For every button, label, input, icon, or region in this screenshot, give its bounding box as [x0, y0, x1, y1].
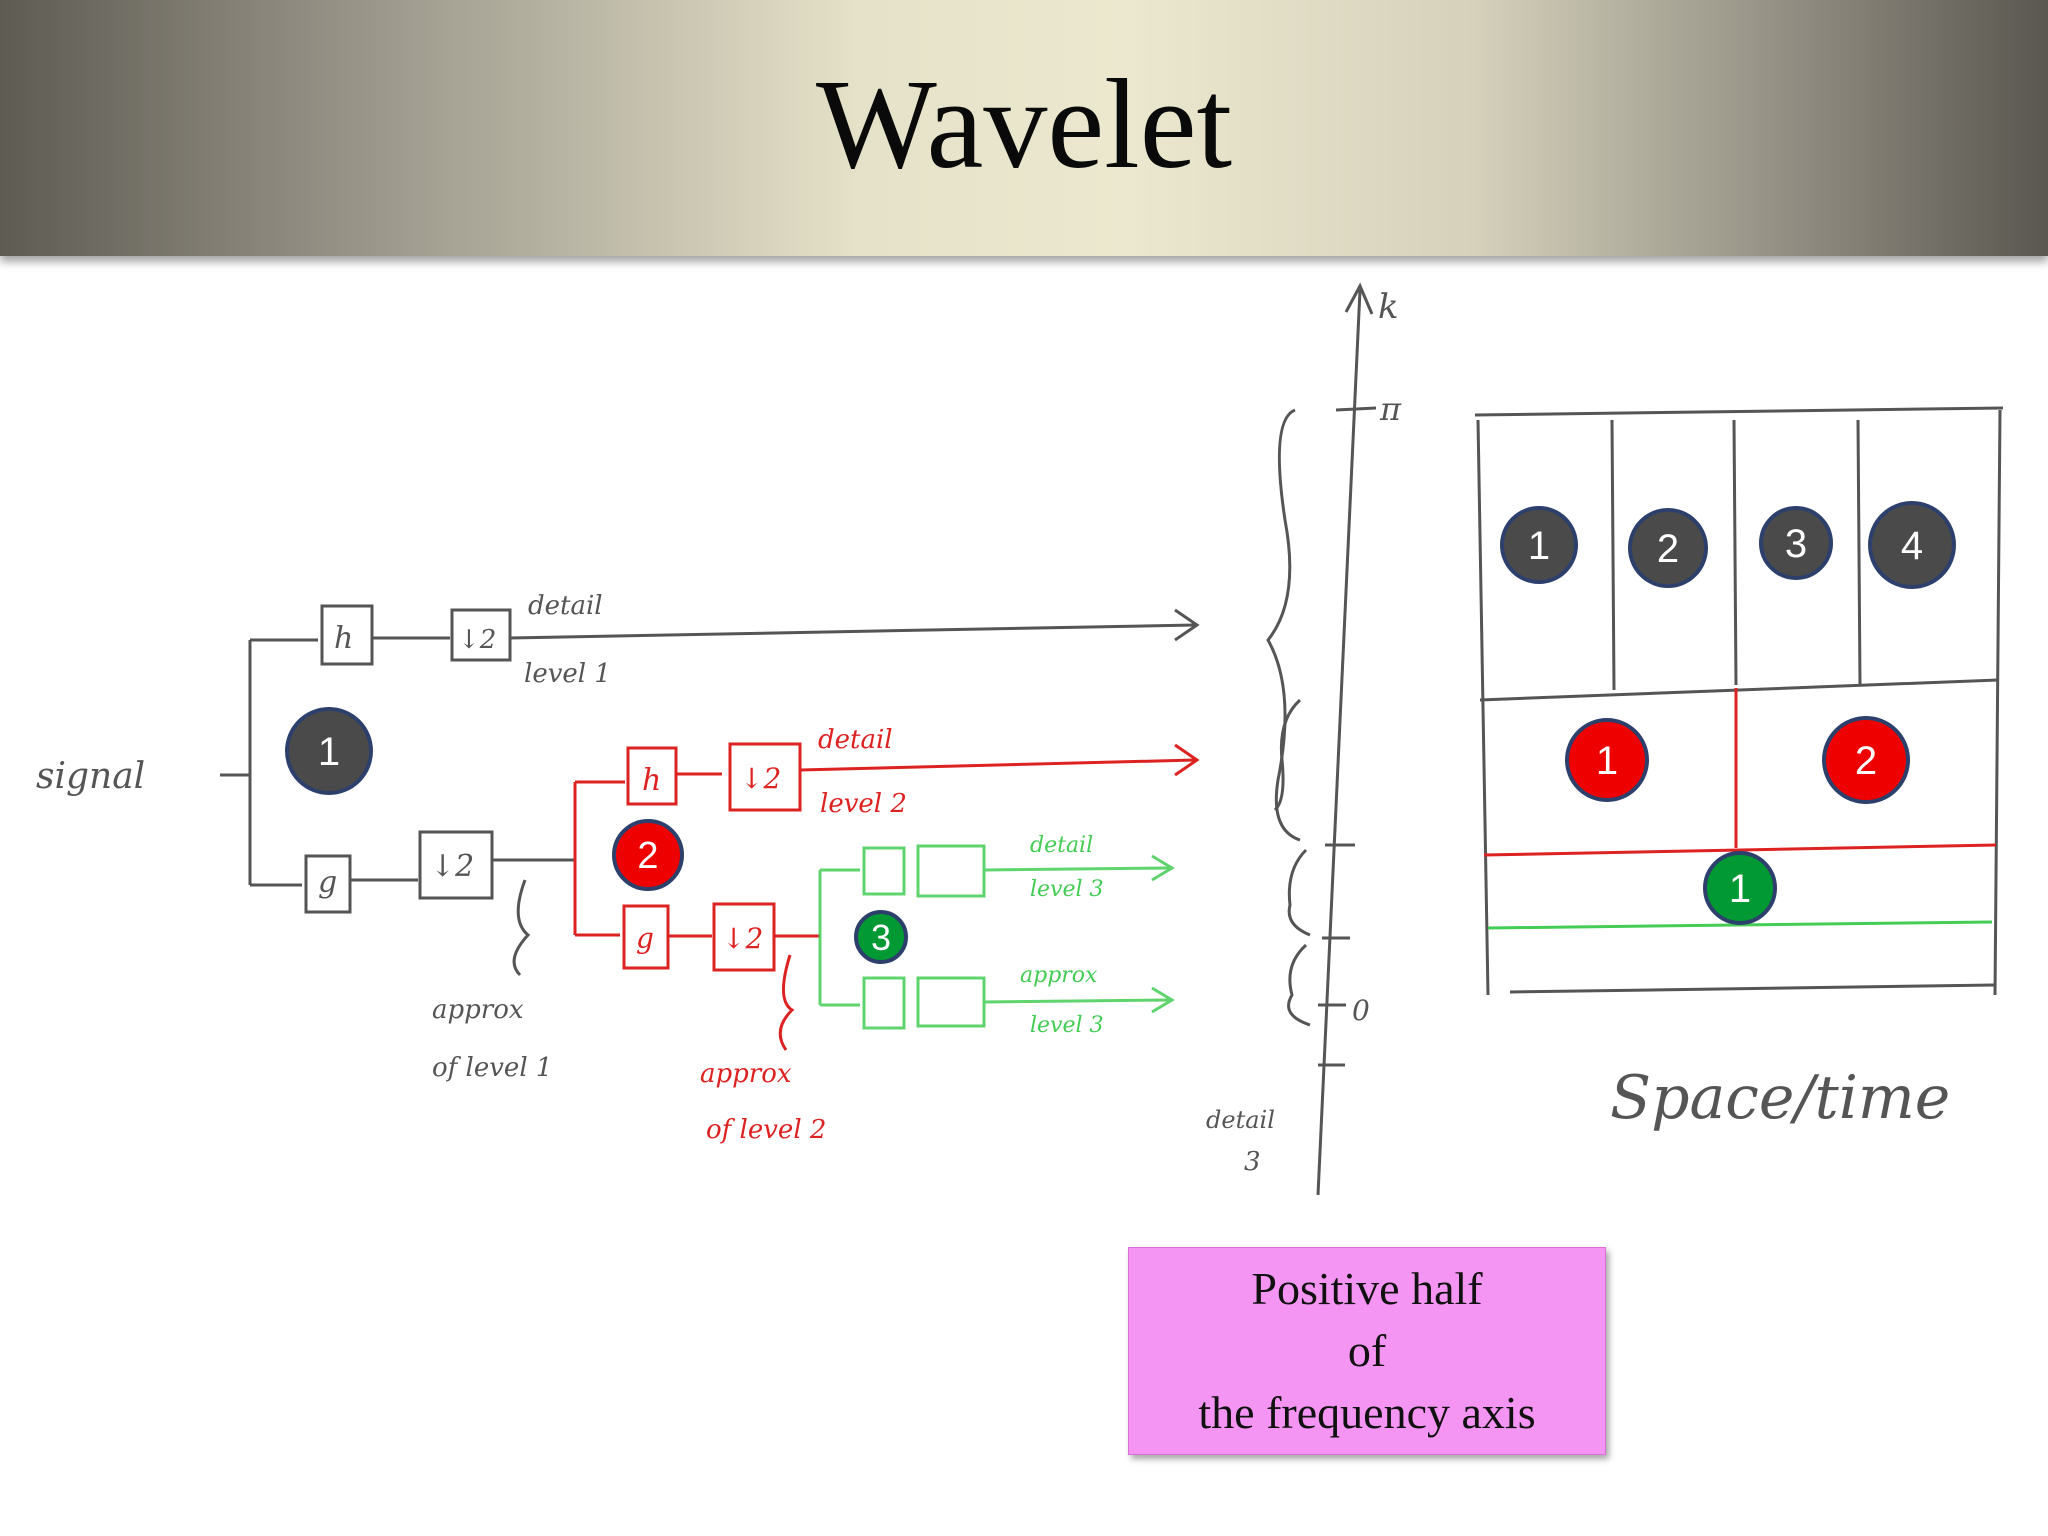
tiling-caption: Space/time — [1610, 1063, 1950, 1133]
level2-approx-label: approx — [700, 1059, 792, 1089]
level2-downsample-label: ↓2 — [740, 762, 781, 795]
tree-badge-1-label: 1 — [318, 730, 340, 774]
signal-label: signal — [36, 756, 145, 797]
level1-level-label: level 1 — [524, 659, 611, 689]
tree-badge-1: 1 — [285, 707, 373, 795]
tile-badge-row1-3: 3 — [1759, 506, 1833, 580]
tree-badge-2-label: 2 — [637, 835, 658, 877]
level1-downsample-label: ↓2 — [458, 625, 496, 655]
level1-g-downsample-label: ↓2 — [430, 849, 474, 884]
tile-badge-row1-3-label: 3 — [1785, 522, 1807, 566]
level2-g-downsample-label: ↓2 — [722, 922, 763, 955]
freq-axis-detail-label: detail — [1206, 1106, 1275, 1134]
tile-badge-row3-1-label: 1 — [1729, 867, 1751, 911]
level2-approx-of-label: of level 2 — [706, 1115, 826, 1145]
tree-badge-3: 3 — [854, 910, 908, 964]
level1-approx-of-label: of level 1 — [432, 1053, 552, 1083]
level3-approx-label: approx — [1020, 963, 1098, 988]
title-bar: Wavelet — [0, 0, 2048, 256]
freq-axis-detail-num: 3 — [1244, 1147, 1261, 1177]
tile-badge-row1-1-label: 1 — [1528, 524, 1550, 568]
level3-level-label: level 3 — [1030, 877, 1104, 902]
level3-approx-level-label: level 3 — [1030, 1013, 1104, 1038]
slide-title: Wavelet — [815, 53, 1233, 195]
freq-axis-pi-label: π — [1379, 390, 1402, 428]
level1-detail-label: detail — [528, 591, 603, 621]
tree-badge-2: 2 — [612, 819, 684, 891]
tile-badge-row2-2-label: 2 — [1855, 739, 1877, 783]
tile-badge-row1-1: 1 — [1500, 506, 1578, 584]
level1-approx-label: approx — [432, 995, 524, 1025]
frequency-note-text: Positive half of the frequency axis — [1198, 1263, 1536, 1438]
level1-branch — [220, 604, 1200, 977]
freq-axis-zero-label: 0 — [1352, 994, 1370, 1027]
tile-badge-row1-4: 4 — [1868, 501, 1956, 589]
tile-badge-row2-1: 1 — [1565, 718, 1649, 802]
level2-detail-label: detail — [818, 725, 893, 755]
level2-branch — [573, 742, 1200, 1051]
tree-badge-3-label: 3 — [871, 917, 891, 958]
frequency-note-box: Positive half of the frequency axis — [1128, 1247, 1606, 1455]
tile-badge-row3-1: 1 — [1703, 851, 1777, 925]
level3-detail-label: detail — [1030, 833, 1093, 858]
tile-badge-row1-2-label: 2 — [1657, 527, 1679, 571]
tile-badge-row2-1-label: 1 — [1596, 739, 1618, 783]
level2-filter-h-label: h — [642, 763, 661, 798]
level1-filter-g-label: g — [318, 865, 337, 900]
tile-badge-row1-2: 2 — [1628, 508, 1708, 588]
tile-badge-row1-4-label: 4 — [1901, 524, 1923, 568]
level2-filter-g-label: g — [636, 922, 654, 955]
level3-branch — [818, 844, 1175, 1030]
frequency-axis — [1266, 282, 1377, 1196]
freq-axis-k-label: k — [1378, 287, 1399, 327]
tile-badge-row2-2: 2 — [1822, 716, 1910, 804]
level2-level-label: level 2 — [820, 789, 907, 819]
level1-filter-h-label: h — [334, 621, 353, 656]
